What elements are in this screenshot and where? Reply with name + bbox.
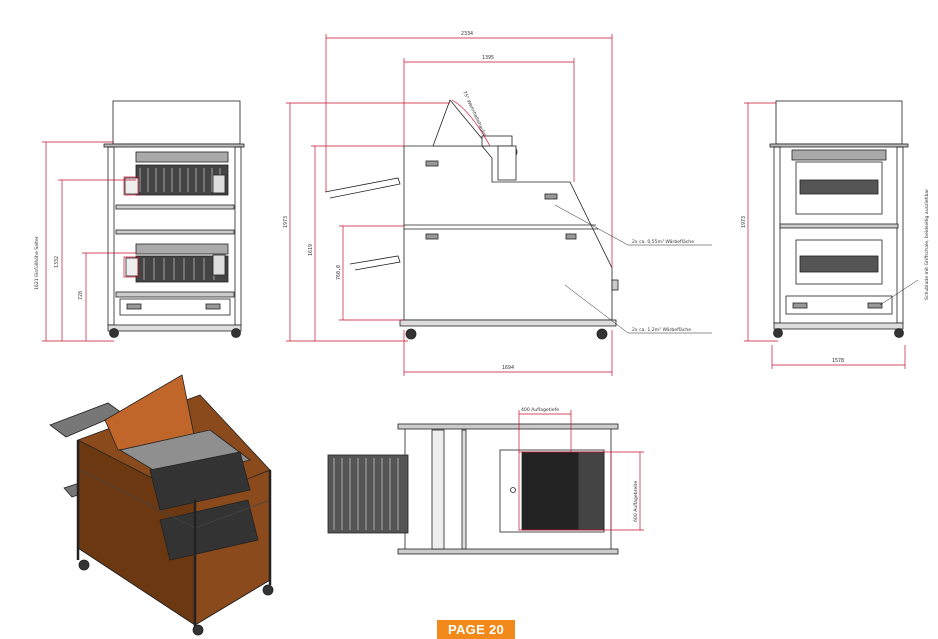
side-leaders	[554, 204, 712, 334]
front-dimensions	[42, 141, 139, 342]
side-view	[324, 99, 619, 340]
overall-length-label: 2334	[461, 31, 473, 37]
rear-width-label: 1578	[832, 358, 844, 364]
top-depth-label: 400 Auflagetiefe	[521, 407, 559, 413]
page-number-badge: PAGE 20	[437, 620, 515, 639]
rear-dimensions	[744, 102, 906, 369]
side-upper-height-label: 1619	[308, 244, 314, 256]
front-low-height-label: 728	[78, 291, 84, 300]
drawer-note: Schublade mit Griffschale, beidseitig au…	[924, 189, 930, 300]
rear-view	[769, 100, 909, 338]
top-dimensions	[518, 410, 644, 531]
rear-total-height-label: 1973	[741, 216, 747, 228]
side-lower-height-label: 760,0	[336, 265, 342, 280]
isometric-view	[49, 374, 274, 636]
front-view	[103, 100, 245, 338]
upper-area-note: 2x ca. 0,55m² Wärbefläche	[632, 239, 694, 245]
base-length-label: 1694	[502, 365, 514, 371]
front-mid-height-label: 1332	[54, 256, 60, 268]
rear-leader	[879, 279, 919, 306]
top-width-label: 600 Auflagebreite	[633, 481, 639, 522]
side-total-height-label: 1973	[283, 216, 289, 228]
top-view	[327, 423, 619, 555]
side-dimensions	[286, 34, 613, 376]
lower-area-note: 2x ca. 1,2m² Wärbefläche	[632, 327, 691, 333]
upper-length-label: 1395	[482, 55, 494, 61]
front-total-height-label: 1621 Einfüllhöhe Salter	[34, 236, 40, 290]
